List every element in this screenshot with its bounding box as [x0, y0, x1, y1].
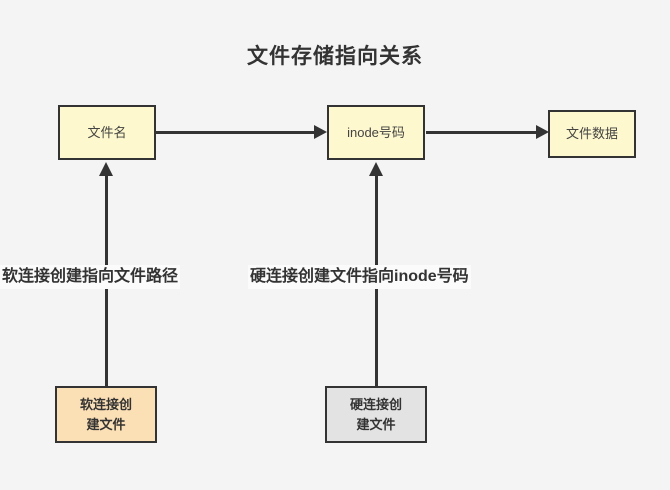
edge-filename-to-inode [156, 131, 316, 134]
node-softlink-label-line1: 软连接创 [79, 396, 132, 412]
edge-label-softlink: 软连接创建指向文件路径 [0, 265, 181, 289]
arrowhead-right-icon [314, 125, 327, 139]
arrowhead-up-icon [369, 162, 383, 176]
node-inode-label: inode号码 [347, 124, 405, 140]
node-hardlink-label: 硬连接创 建文件 [350, 395, 402, 435]
node-hardlink-label-line2: 建文件 [356, 416, 396, 432]
node-softlink-label: 软连接创 建文件 [80, 395, 132, 435]
arrowhead-up-icon [99, 162, 113, 176]
arrowhead-right-icon [536, 125, 549, 139]
node-hardlink[interactable]: 硬连接创 建文件 [325, 386, 427, 443]
node-softlink-label-line2: 建文件 [86, 416, 126, 432]
page-title: 文件存储指向关系 [247, 45, 423, 68]
node-inode[interactable]: inode号码 [327, 105, 425, 160]
edge-label-hardlink: 硬连接创建文件指向inode号码 [248, 265, 471, 289]
node-hardlink-label-line1: 硬连接创 [349, 396, 402, 412]
edge-inode-to-filedata [426, 131, 538, 134]
node-filedata-label: 文件数据 [565, 126, 618, 141]
node-softlink[interactable]: 软连接创 建文件 [55, 386, 157, 443]
node-filedata[interactable]: 文件数据 [548, 110, 636, 158]
node-filename[interactable]: 文件名 [58, 105, 156, 160]
node-filename-label: 文件名 [87, 124, 127, 140]
